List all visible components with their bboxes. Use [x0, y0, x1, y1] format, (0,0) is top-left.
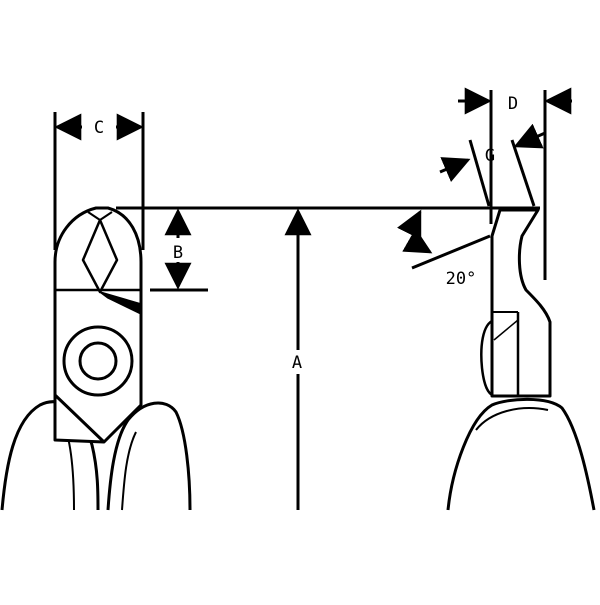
label-g: G — [485, 146, 495, 166]
jaw-notch — [99, 291, 142, 315]
cutting-edge-right — [99, 211, 113, 221]
g-arrow-right — [513, 123, 546, 149]
head-diagonal — [53, 393, 106, 444]
side-handle — [446, 397, 596, 511]
angle-arc — [397, 209, 433, 254]
cutting-edge-left — [87, 211, 101, 221]
angle-line — [411, 234, 491, 270]
label-angle: 20° — [446, 269, 477, 289]
label-b: B — [173, 243, 183, 263]
dimension-lines — [53, 87, 572, 510]
c-label-bg — [84, 117, 114, 137]
g-extension-right — [510, 139, 536, 207]
right-handle — [106, 401, 192, 511]
a-label-bg — [287, 350, 309, 374]
g-arrow-left — [439, 157, 471, 182]
front-view-pliers — [0, 206, 192, 511]
side-body — [490, 208, 552, 398]
side-view-pliers — [446, 208, 596, 511]
right-handle-inner — [121, 431, 137, 511]
label-c: C — [94, 118, 104, 138]
side-detail-3 — [493, 319, 519, 341]
g-extension-left — [468, 139, 491, 207]
label-a: A — [292, 353, 302, 373]
side-handle-inner — [475, 407, 549, 431]
label-d: D — [508, 94, 518, 114]
dimension-labels: C B A D G 20° — [84, 94, 518, 374]
pivot-inner — [78, 341, 118, 381]
